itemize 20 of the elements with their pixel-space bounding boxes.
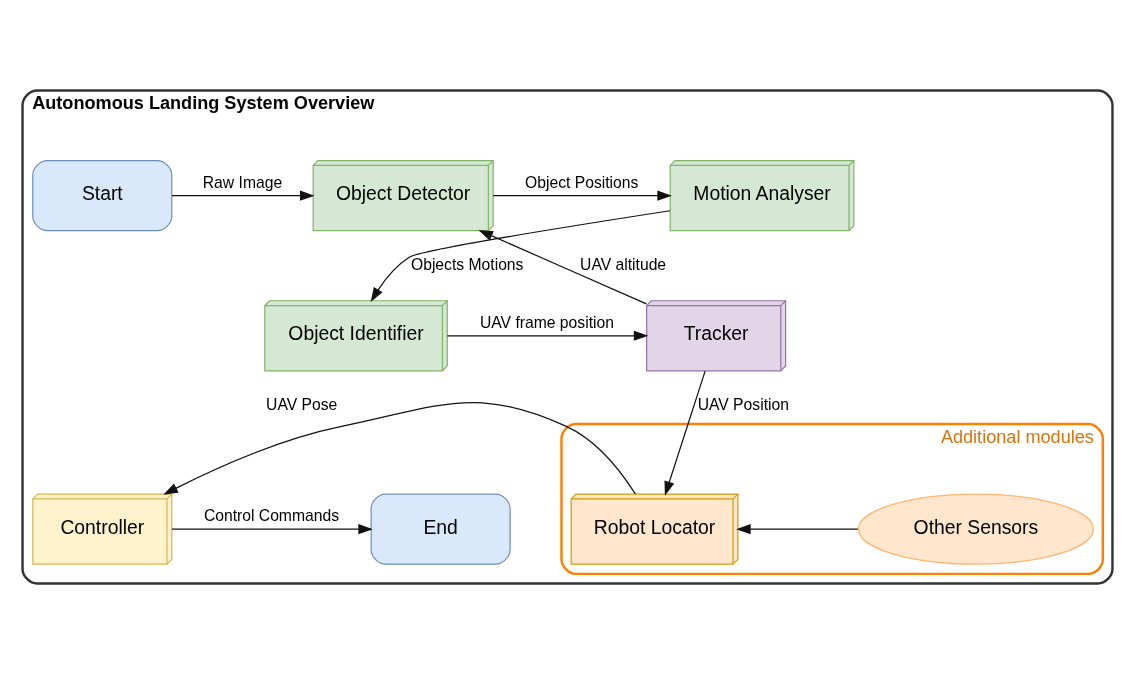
arrow — [370, 209, 671, 302]
edge-label: UAV frame position — [479, 313, 614, 331]
edge-label: UAV Pose — [266, 395, 338, 413]
arrow — [492, 190, 672, 201]
edge-label: Object Positions — [525, 173, 639, 191]
edge-label: UAV altitude — [580, 255, 667, 273]
arrow — [171, 190, 315, 201]
arrow — [171, 523, 373, 534]
arrow — [736, 523, 859, 534]
arrow — [478, 229, 648, 304]
node-ellipse: Other Sensors — [857, 492, 1094, 565]
edge-label: UAV Position — [697, 395, 789, 413]
edge-label: Objects Motions — [410, 255, 524, 273]
arrow — [163, 401, 636, 495]
edge-label: Raw Image — [202, 173, 283, 191]
node-box: Start — [32, 159, 173, 231]
edge-label: Control Commands — [203, 506, 340, 524]
node-box: End — [370, 492, 511, 565]
arrow — [446, 330, 649, 341]
arrow — [664, 370, 706, 496]
